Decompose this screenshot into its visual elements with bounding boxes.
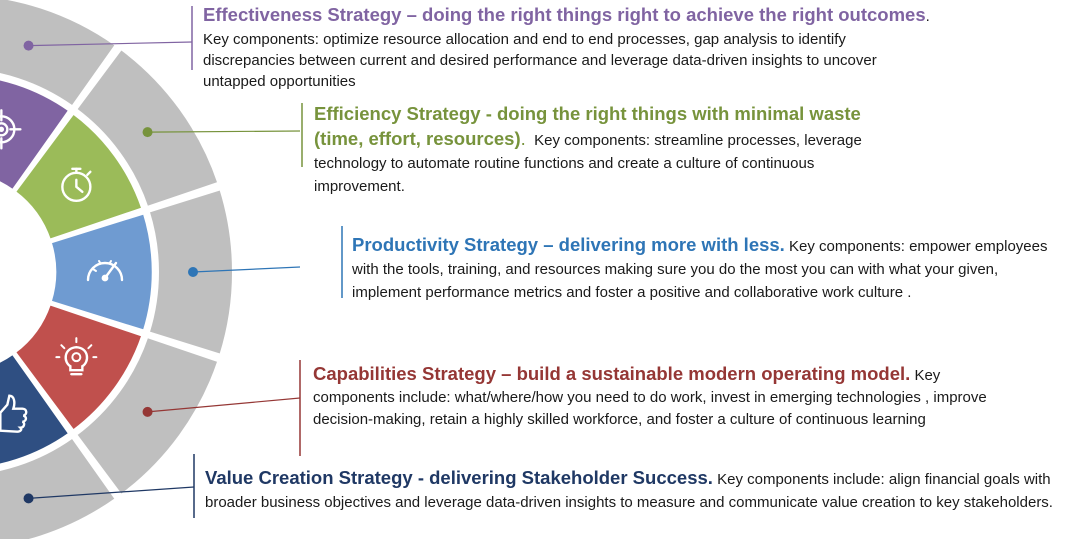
segment-efficiency	[13, 111, 145, 242]
connector-bracket	[341, 226, 343, 298]
value-creation-body: Key components include: align financial …	[205, 471, 1053, 511]
effectiveness-body: Key components: optimize resource alloca…	[203, 31, 877, 90]
connector-line	[192, 266, 300, 273]
connector-bracket	[301, 103, 303, 167]
strategy-wheel	[0, 0, 300, 539]
connector-line	[147, 130, 300, 133]
connector-dot	[188, 267, 198, 277]
segment-effectiveness	[0, 77, 72, 193]
productivity-title: Productivity Strategy – delivering more …	[352, 234, 785, 255]
outer-ring-segment	[0, 0, 118, 108]
segment-productivity	[48, 211, 155, 333]
connector-line	[28, 41, 193, 47]
connector-dot	[23, 493, 34, 504]
connector-dot	[142, 406, 153, 417]
capabilities-body: Key components include: what/where/how y…	[313, 367, 987, 428]
efficiency-title: Efficiency Strategy - doing the right th…	[314, 103, 861, 149]
outer-ring-segment	[0, 436, 118, 539]
capabilities-block: Capabilities Strategy – build a sustaina…	[313, 363, 1013, 431]
efficiency-title-suffix: .	[520, 128, 526, 149]
connector-dot	[23, 40, 34, 51]
effectiveness-block: Effectiveness Strategy – doing the right…	[203, 4, 1003, 92]
effectiveness-title-suffix: .	[925, 8, 930, 25]
connector-bracket	[191, 6, 193, 70]
efficiency-body: Key components: streamline processes, le…	[314, 132, 862, 195]
thumbs-up-icon	[0, 394, 28, 433]
target-icon	[0, 109, 22, 150]
stopwatch-icon	[61, 167, 92, 203]
productivity-block: Productivity Strategy – delivering more …	[352, 233, 1057, 304]
effectiveness-title: Effectiveness Strategy – doing the right…	[203, 4, 926, 25]
lightbulb-gear-icon	[55, 337, 98, 376]
efficiency-block: Efficiency Strategy - doing the right th…	[314, 102, 904, 198]
productivity-body: Key components: empower employees with t…	[352, 238, 1048, 301]
value-creation-block: Value Creation Strategy - delivering Sta…	[205, 466, 1055, 514]
connector-line	[28, 486, 195, 499]
value-creation-title: Value Creation Strategy - delivering Sta…	[205, 467, 713, 488]
capabilities-title: Capabilities Strategy – build a sustaina…	[313, 363, 911, 384]
segment-value-creation	[0, 351, 72, 467]
speedometer-icon	[86, 260, 124, 282]
connector-bracket	[299, 360, 301, 456]
connector-bracket	[193, 454, 195, 518]
segment-capabilities	[13, 302, 145, 433]
connector-line	[147, 397, 300, 413]
connector-dot	[142, 127, 153, 138]
